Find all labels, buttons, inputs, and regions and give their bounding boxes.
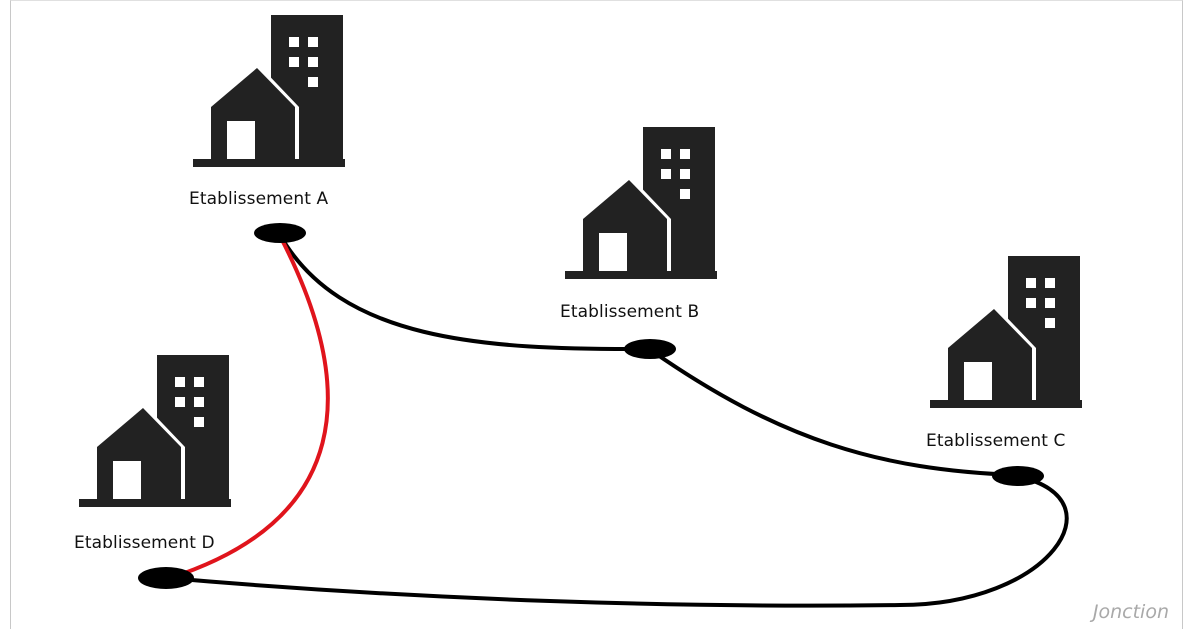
node-d <box>138 567 194 589</box>
node-c <box>992 466 1044 486</box>
node-a <box>254 223 306 243</box>
building-icon <box>193 15 345 167</box>
building-icon <box>79 355 231 507</box>
building-icon <box>930 256 1082 408</box>
site-label-a: Etablissement A <box>189 189 329 209</box>
site-label-d: Etablissement D <box>74 533 215 553</box>
link-a-b <box>278 234 649 352</box>
node-b <box>624 339 676 359</box>
caption: Jonction <box>1092 601 1169 623</box>
link-a-d <box>169 235 330 580</box>
link-b-c <box>650 349 1017 477</box>
site-label-b: Etablissement B <box>560 302 700 322</box>
link-c-d <box>167 475 1069 608</box>
building-icon <box>565 127 717 279</box>
diagram-frame <box>10 0 1183 629</box>
site-label-c: Etablissement C <box>926 431 1066 451</box>
